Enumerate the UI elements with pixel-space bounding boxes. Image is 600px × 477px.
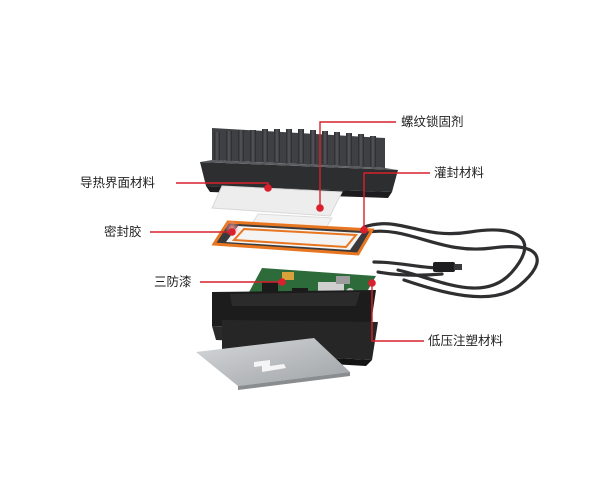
cable-bundle — [362, 222, 539, 299]
base-plate — [196, 338, 350, 390]
thermal-interface-pad — [211, 185, 343, 217]
label-low-pressure-molding: 低压注塑材料 — [428, 333, 504, 348]
label-conformal-coating: 三防漆 — [154, 274, 192, 289]
sealing-gasket — [211, 220, 375, 256]
label-potting: 灌封材料 — [434, 165, 485, 180]
label-thermal-interface: 导热界面材料 — [80, 175, 156, 190]
leader-low-pressure-molding — [371, 283, 424, 342]
leader-thread-locker — [319, 121, 396, 208]
leader-potting — [363, 172, 430, 230]
label-thread-locker: 螺纹锁固剂 — [401, 114, 464, 129]
callout-markers — [228, 184, 376, 287]
label-sealant: 密封胶 — [104, 224, 142, 239]
cable-connector — [433, 262, 462, 272]
heatsink-fins — [214, 129, 376, 167]
